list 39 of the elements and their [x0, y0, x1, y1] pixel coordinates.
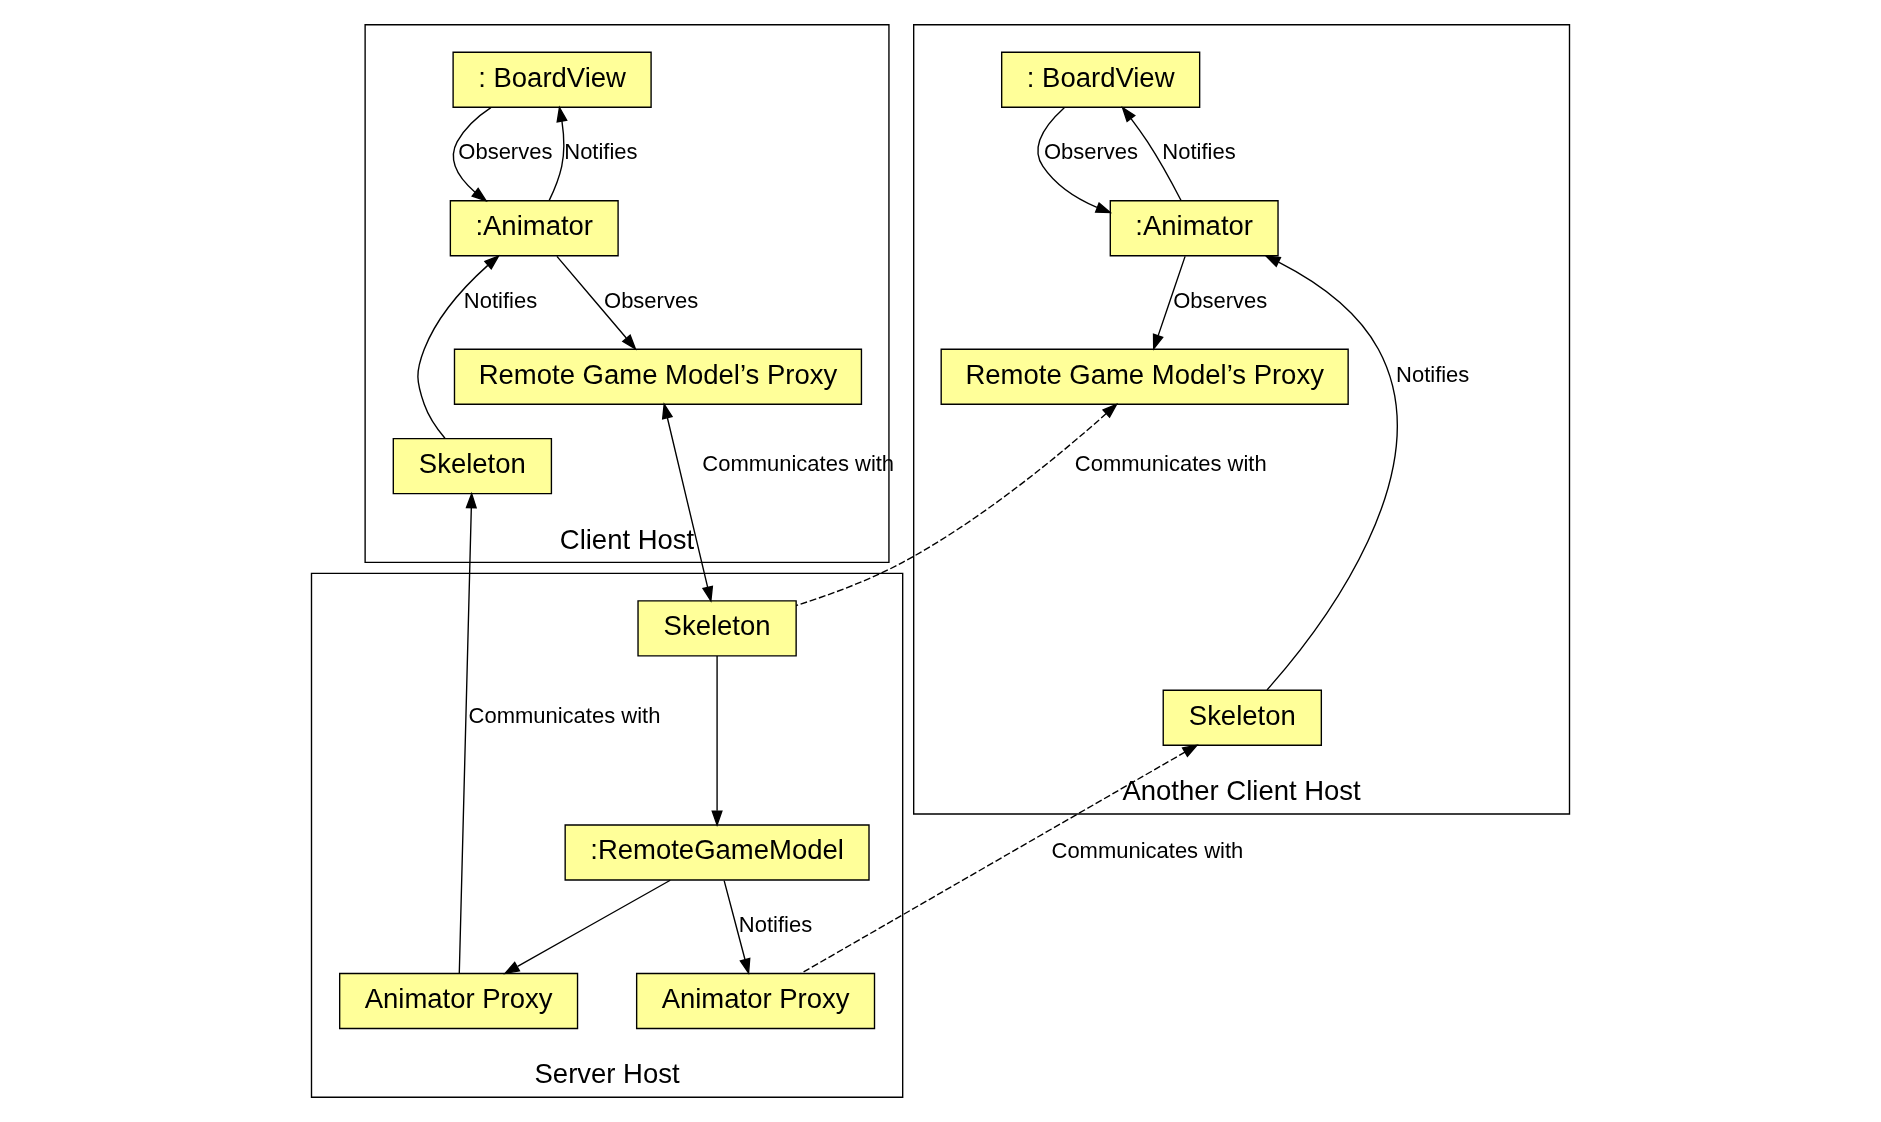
- arrow: [452, 106, 492, 202]
- node-box: Remote Game Model’s Proxy: [453, 348, 863, 405]
- node-box: : BoardView: [1001, 51, 1201, 108]
- arrow: [661, 402, 714, 603]
- arrow: [723, 879, 751, 976]
- edge-label: Communicates with: [1051, 837, 1244, 863]
- edge-label: Notifies: [463, 287, 538, 313]
- node-box: :Animator: [1109, 200, 1279, 257]
- node-box: Animator Proxy: [339, 972, 579, 1030]
- arrow: [548, 105, 568, 202]
- node-box: Skeleton: [392, 437, 553, 495]
- edge-label: Observes: [604, 287, 699, 313]
- arrow: [1121, 105, 1182, 202]
- arrow: [556, 255, 637, 351]
- arrow: [800, 744, 1199, 975]
- arrow: [711, 655, 723, 827]
- edge-label: Notifies: [738, 911, 813, 937]
- arrow: [1152, 255, 1186, 351]
- edge-label: Observes: [1173, 287, 1268, 313]
- arrow: [417, 254, 501, 439]
- node-box: :RemoteGameModel: [564, 824, 870, 881]
- node-box: Skeleton: [637, 600, 797, 657]
- arrow: [1037, 107, 1113, 214]
- edge-label: Observes: [1044, 139, 1139, 165]
- node-box: :Animator: [449, 200, 619, 257]
- node-box: : BoardView: [452, 51, 652, 108]
- node-box: Skeleton: [1162, 689, 1323, 746]
- edge-label: Notifies: [564, 139, 638, 165]
- arrow: [458, 491, 478, 974]
- arrow: [503, 879, 671, 975]
- node-box: Remote Game Model’s Proxy: [940, 348, 1349, 405]
- arrow: [1264, 255, 1398, 691]
- edge-label: Communicates with: [1074, 451, 1267, 477]
- arrow: [795, 402, 1119, 607]
- edge-label: Communicates with: [468, 702, 661, 728]
- edge-label: Observes: [458, 139, 553, 165]
- edge-label: Notifies: [1396, 361, 1470, 387]
- edge-label: Notifies: [1162, 139, 1236, 165]
- node-box: Animator Proxy: [635, 972, 876, 1030]
